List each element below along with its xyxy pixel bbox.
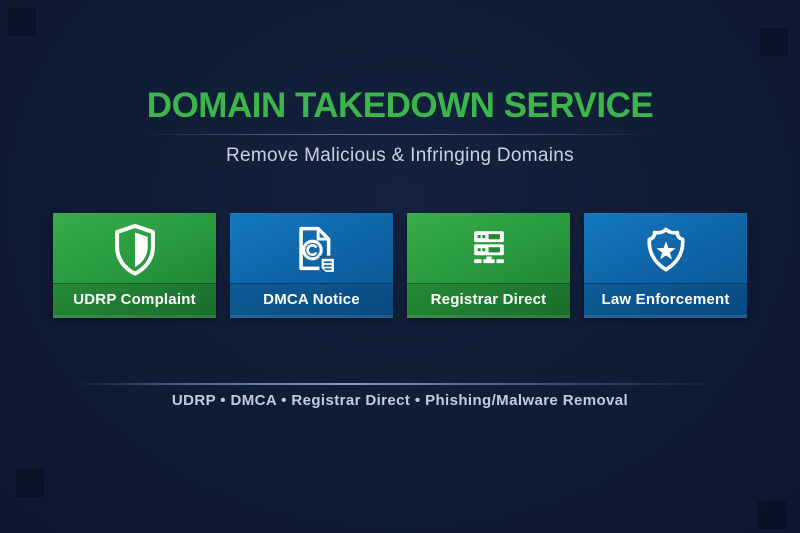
card-label: UDRP Complaint [53, 283, 216, 318]
card-registrar-direct[interactable]: Registrar Direct [407, 213, 570, 318]
corner-accent-top-left [8, 8, 36, 36]
corner-accent-top-right [760, 28, 788, 56]
corner-accent-bottom-right [758, 501, 786, 529]
footer-divider [75, 383, 725, 385]
copyright-document-icon [230, 213, 393, 283]
shield-half-icon [53, 213, 216, 283]
card-dmca-notice[interactable]: DMCA Notice [230, 213, 393, 318]
card-label: DMCA Notice [230, 283, 393, 318]
page-title: DOMAIN TAKEDOWN SERVICE [146, 86, 654, 125]
service-cards-row: UDRP Complaint DMCA Notice [53, 213, 747, 318]
footer-summary: UDRP • DMCA • Registrar Direct • Phishin… [171, 392, 629, 409]
card-udrp-complaint[interactable]: UDRP Complaint [53, 213, 216, 318]
card-label: Law Enforcement [584, 283, 747, 318]
card-law-enforcement[interactable]: Law Enforcement [584, 213, 747, 318]
page-subtitle: Remove Malicious & Infringing Domains [226, 145, 574, 166]
title-divider [140, 134, 660, 135]
card-label: Registrar Direct [407, 283, 570, 318]
server-rack-icon [407, 213, 570, 283]
corner-accent-bottom-left [16, 469, 44, 497]
police-badge-icon [584, 213, 747, 283]
